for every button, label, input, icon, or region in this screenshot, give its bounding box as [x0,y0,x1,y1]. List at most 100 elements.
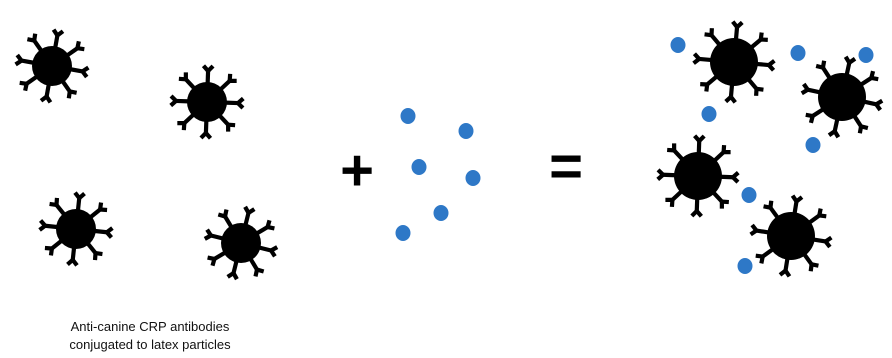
crp-antigen-icon [411,159,427,175]
agglutinated-particle [800,55,884,139]
equals-operator: = [549,134,583,199]
antibody-icon [778,257,792,278]
latex-particle-icon [710,38,758,86]
antibody-icon [39,83,53,104]
latex-particle-icon [221,223,261,263]
crp-antigen-icon [400,108,416,124]
antibody-icon [719,171,740,184]
antibody-icon [73,191,86,212]
antibody-icon [805,107,825,124]
antibody-particles-group [14,28,279,281]
caption-line-2: conjugated to latex particles [69,337,231,352]
antibody-icon [755,247,775,264]
agglutinated-complex-group [656,20,884,278]
antibody-icon [85,241,103,261]
antibody-particles-caption: Anti-canine CRP antibodies conjugated to… [20,318,280,354]
antibody-icon [852,114,869,134]
antibody-icon [807,208,827,225]
latex-particle-icon [187,82,227,122]
antibody-icon [88,202,108,220]
latex-particle-icon [818,73,866,121]
bound-crp-antigen-icon [805,137,821,153]
bound-crp-antigen-icon [670,37,686,53]
antibody-icon [226,259,239,281]
latex-particle-icon [32,46,72,86]
antibody-icon [863,98,884,112]
antibody-icon [178,72,197,91]
antibody-icon [815,60,832,80]
latex-particle-icon [767,212,815,260]
caption-line-1: Anti-canine CRP antibodies [70,319,230,334]
antibody-coated-particle [38,191,114,267]
latex-particle-icon [674,152,722,200]
antibody-icon [69,65,90,79]
antibody-coated-particle [14,28,90,104]
crp-antigen-icon [458,123,474,139]
antibody-icon [49,197,67,217]
crp-antigen-icon [395,225,411,241]
antibody-icon [731,20,744,41]
antibody-icon [169,94,190,108]
antibody-icon [44,238,64,256]
antibody-icon [749,32,768,50]
bound-crp-antigen-icon [701,106,717,122]
antibody-icon [255,219,275,236]
antibody-icon [666,143,685,162]
bound-crp-antigen-icon [858,47,874,63]
antibody-icon [665,189,684,208]
antibody-icon [724,83,737,104]
agglutinated-particle [692,20,776,104]
antibody-icon [712,144,731,163]
antibody-icon [827,118,841,139]
crp-antigen-icon [433,205,449,221]
antibody-icon [763,200,780,220]
antibody-icon [704,28,722,47]
antibody-icon [257,245,279,258]
antibody-icon [207,250,227,267]
bound-crp-antigen-icon [790,45,806,61]
antibody-coated-particle [169,64,245,140]
antibody-icon [755,59,776,72]
bound-crp-antigen-icon [737,258,753,274]
antibody-icon [859,70,879,87]
agglutinated-particle [656,134,740,218]
antibody-icon [177,112,196,131]
antibody-icon [60,79,78,99]
antibody-icon [51,28,65,49]
bound-crp-antigen-icon [741,187,757,203]
antibody-icon [800,82,821,96]
antibody-icon [690,197,703,218]
antibody-icon [790,194,804,215]
antibody-icon [93,226,114,239]
antibody-icon [217,209,234,229]
plus-operator: + [340,138,374,203]
antibody-icon [218,73,237,92]
antibody-coated-particle [203,205,279,281]
antibody-icon [217,113,236,132]
antibody-icon [843,55,857,76]
crp-antigens-group [395,108,481,241]
antibody-icon [65,40,85,58]
antibody-icon [700,74,719,92]
antibody-icon [802,252,819,272]
antibody-icon [693,134,706,155]
antibody-icon [203,228,225,241]
antibody-icon [201,64,215,85]
antibody-icon [243,205,256,227]
antibody-icon [248,257,265,277]
crp-antigen-icon [465,170,481,186]
latex-particle-icon [56,209,96,249]
antibody-icon [692,52,713,65]
antibody-icon [656,168,677,181]
antibody-icon [38,219,59,232]
antibody-icon [812,235,833,249]
agglutinated-particle [749,194,833,278]
antibody-icon [199,119,213,140]
antibody-icon [14,53,35,67]
antibody-icon [19,74,39,92]
antibody-icon [224,96,245,110]
antibody-icon [749,223,770,237]
antibody-icon [66,246,79,267]
antibody-icon [26,33,44,53]
